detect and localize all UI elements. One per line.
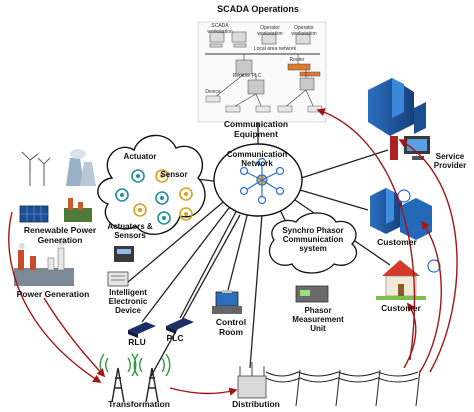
lan-label: Local area network (253, 46, 297, 52)
server-computer-icon (390, 136, 430, 160)
link-to-ied (127, 197, 229, 283)
arrow-renewable-to-transformation (8, 211, 102, 383)
scada-inset-panel (197, 21, 327, 123)
synchro-phasor-cloud (268, 212, 358, 274)
sensor-icon (155, 191, 169, 205)
arrow-to-scada (316, 108, 416, 361)
arrow-to-customer-top (419, 220, 443, 373)
power-plant-icon (66, 149, 96, 186)
badge-icon (397, 189, 441, 273)
house-icon (376, 260, 426, 300)
transformation-label: Transformation (108, 399, 170, 409)
router-label: Router (289, 57, 305, 63)
remote-plc-label: Remote PLC (232, 73, 262, 79)
link-to-control-room (227, 211, 249, 291)
power-line-icon (265, 369, 421, 407)
operator-workstation-label: Operator workstation (257, 25, 283, 37)
office-building-icon (368, 78, 426, 136)
sensor-icon (155, 169, 169, 183)
actuators-sensors-label: Actuators & Sensors (107, 222, 153, 241)
link-to-plc (179, 207, 239, 319)
rlu-device-icon (128, 322, 156, 338)
device-label: Device (205, 89, 221, 95)
renewable-label: Renewable Power Generation (23, 225, 97, 245)
actuator-label: Actuator (123, 152, 157, 161)
pmu-device-icon (295, 285, 329, 303)
link-to-rlu (141, 203, 233, 323)
actuator-sensor-cloud (97, 134, 206, 235)
sensor-icon (179, 187, 193, 201)
pmu-label: Phasor Measurement Unit (292, 306, 344, 334)
scada-title: SCADA Operations (217, 4, 299, 14)
energy-flow-arrows (8, 108, 458, 396)
rlu-label: RLU (128, 337, 146, 347)
plc-label: PLC (166, 333, 184, 343)
customer-bottom-label: Customer (381, 303, 421, 313)
ied-device-icon (107, 271, 129, 287)
sensor-icon (179, 207, 193, 221)
arrow-transformation-to-distribution (169, 387, 238, 396)
transmission-tower-icon (111, 367, 159, 403)
actuator-device-icon (114, 246, 134, 262)
link-to-distribution (249, 213, 263, 369)
control-room-icon (212, 290, 242, 314)
substation-icon (237, 362, 267, 399)
network-hub-icon (239, 157, 285, 205)
wind-turbine-icon (21, 151, 51, 186)
link-to-transformation (149, 214, 241, 379)
arrow-generation-to-transformation (43, 297, 106, 378)
control-room-label: Control Room (215, 317, 247, 337)
comm-equipment-label: Communication Equipment (223, 119, 289, 139)
power-generation-label: Power Generation (16, 289, 90, 299)
arrow-to-customer-bottom (403, 302, 417, 369)
ied-label: Intelligent Electronic Device (108, 288, 148, 316)
scada-workstation-label: SCADA workstation (207, 23, 233, 35)
sensor-icons (115, 169, 193, 225)
sensor-icon (133, 203, 147, 217)
plc-device-icon (166, 318, 194, 334)
sensor-icon (157, 211, 171, 225)
sensor-icon (115, 188, 129, 202)
distribution-label: Distribution (232, 399, 280, 409)
link-to-service-provider (294, 149, 389, 181)
factory-icon (64, 198, 92, 222)
sensor-label: Sensor (160, 170, 188, 179)
power-generation-icon (14, 238, 74, 286)
customer-top-label: Customer (377, 237, 417, 247)
arrow-to-service-provider (398, 139, 458, 373)
synchro-phasor-label: Synchro Phasor Communication system (282, 226, 344, 254)
signal-waves-icon (99, 353, 171, 377)
solar-panel-icon (19, 205, 49, 223)
service-provider-label: Service Provider (433, 152, 467, 171)
sensor-icon (131, 169, 145, 183)
comm-network-label: Communication Network (226, 150, 288, 169)
link-to-customer-top (299, 189, 369, 211)
operator-workstation-label-2: Operator workstation (291, 25, 317, 37)
